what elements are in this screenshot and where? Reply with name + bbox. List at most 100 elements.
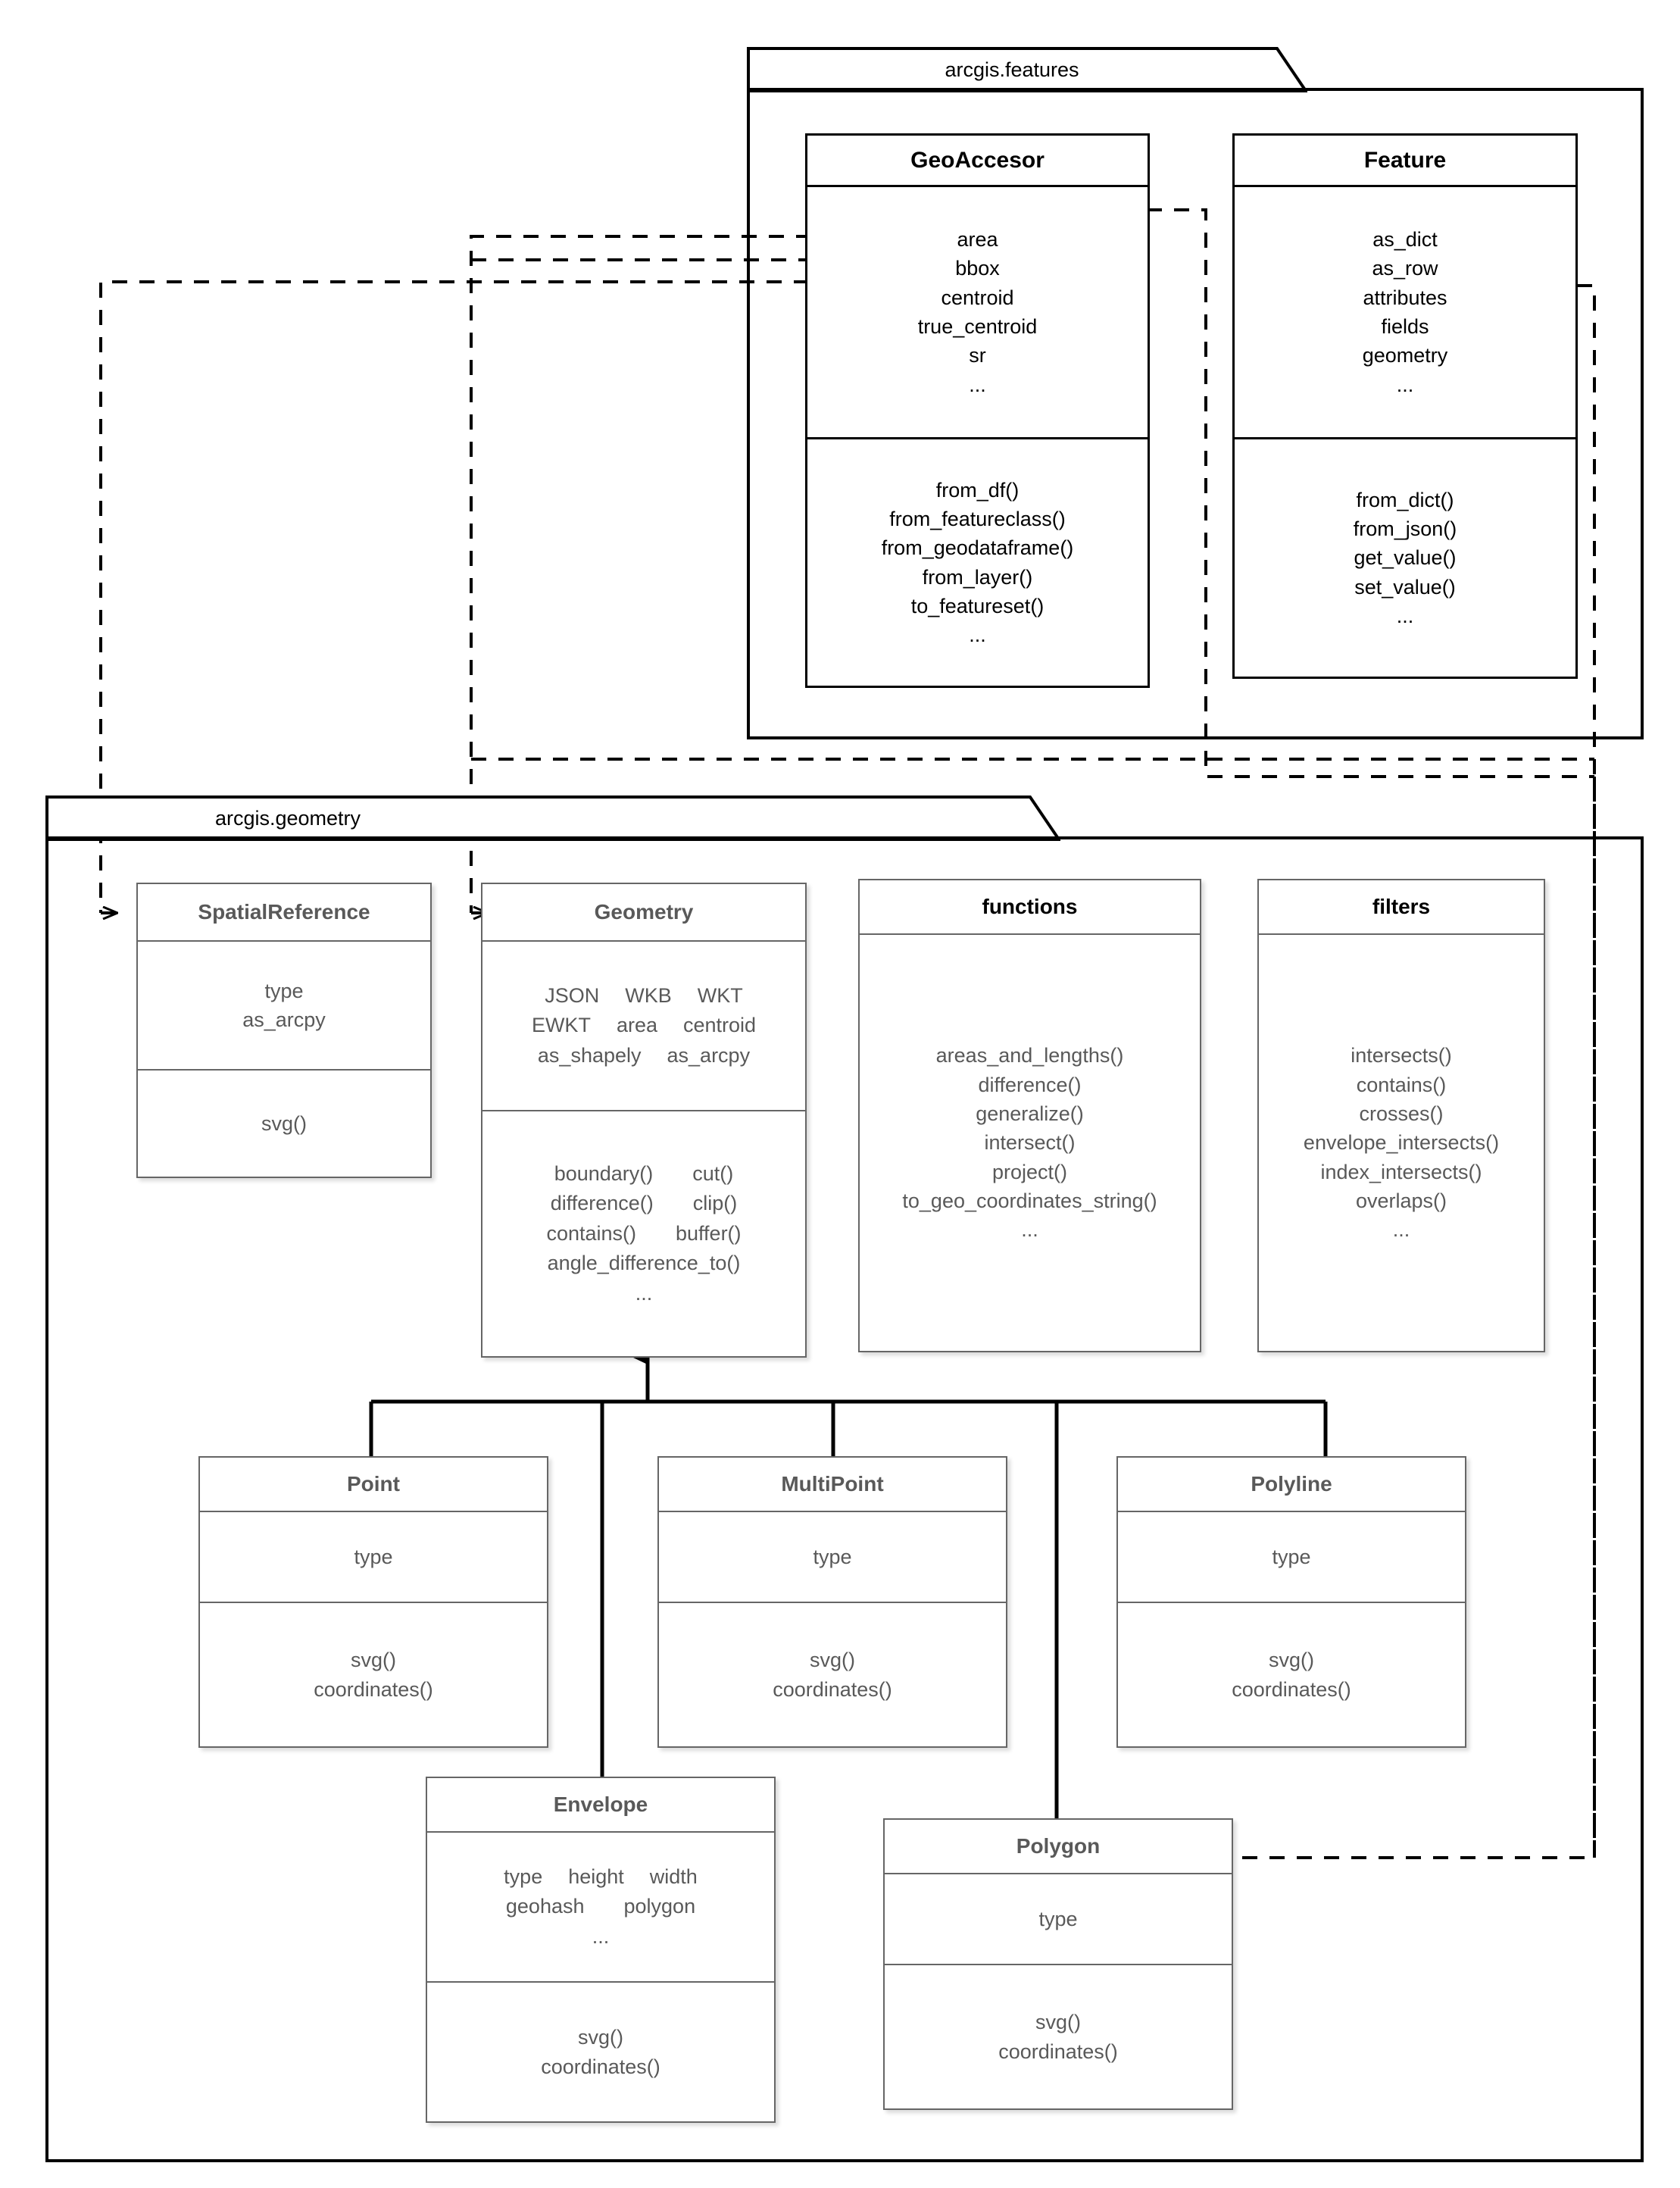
- method-row: contains() buffer(): [546, 1219, 741, 1249]
- class-methods-polygon: svg() coordinates(): [885, 1964, 1232, 2108]
- method-row: ...: [635, 1279, 653, 1308]
- attr: type: [264, 979, 304, 1002]
- method: svg(): [1269, 1649, 1314, 1672]
- method: contains(): [1356, 1073, 1447, 1096]
- attr: ...: [969, 373, 986, 396]
- attr: polygon: [623, 1895, 696, 1918]
- method: contains(): [546, 1221, 636, 1245]
- method: buffer(): [676, 1221, 742, 1245]
- class-methods-envelope: svg() coordinates(): [427, 1981, 774, 2121]
- method: ...: [1392, 1218, 1410, 1242]
- package-label-features: arcgis.features: [945, 58, 1079, 81]
- class-methods-geometry: boundary() cut() difference() clip() con…: [482, 1110, 805, 1356]
- method: svg(): [261, 1111, 307, 1135]
- class-methods-feature: from_dict() from_json() get_value() set_…: [1235, 437, 1575, 677]
- class-multipoint[interactable]: MultiPoint type svg() coordinates(): [657, 1456, 1007, 1748]
- method: boundary(): [554, 1161, 654, 1185]
- attr: as_shapely: [537, 1043, 642, 1067]
- method: to_geo_coordinates_string(): [902, 1189, 1157, 1212]
- attr: type: [504, 1864, 543, 1888]
- attr-row: EWKT area centroid: [532, 1011, 756, 1040]
- attr: geometry: [1362, 344, 1448, 367]
- class-attributes-spatialreference: type as_arcpy: [138, 942, 430, 1069]
- method: coordinates(): [773, 1677, 892, 1701]
- class-spatialreference[interactable]: SpatialReference type as_arcpy svg(): [136, 883, 432, 1178]
- method: coordinates(): [541, 2055, 660, 2078]
- class-feature[interactable]: Feature as_dict as_row attributes fields…: [1232, 133, 1578, 679]
- attr: as_dict: [1372, 228, 1438, 252]
- class-envelope[interactable]: Envelope type height width geohash polyg…: [426, 1777, 776, 2123]
- method: from_json(): [1353, 517, 1457, 540]
- method: generalize(): [976, 1102, 1084, 1125]
- method: svg(): [351, 1649, 396, 1672]
- attr: attributes: [1363, 286, 1447, 309]
- method: intersects(): [1351, 1044, 1452, 1067]
- class-methods-geoaccesor: from_df() from_featureclass() from_geoda…: [807, 437, 1148, 686]
- attr: as_row: [1372, 257, 1438, 280]
- class-methods-functions: areas_and_lengths() difference() general…: [860, 935, 1200, 1351]
- method-row: difference() clip(): [551, 1189, 738, 1218]
- attr: true_centroid: [917, 315, 1038, 338]
- method: from_df(): [935, 478, 1020, 502]
- class-geoaccesor[interactable]: GeoAccesor area bbox centroid true_centr…: [805, 133, 1150, 688]
- attr: geohash: [505, 1895, 585, 1918]
- class-title-polygon: Polygon: [885, 1820, 1232, 1874]
- method: from_geodataframe(): [881, 536, 1074, 560]
- attr: bbox: [955, 257, 1000, 280]
- method: get_value(): [1354, 546, 1457, 570]
- method: from_dict(): [1356, 488, 1454, 511]
- attr: JSON: [545, 983, 600, 1007]
- method: ...: [1021, 1218, 1038, 1242]
- class-methods-polyline: svg() coordinates(): [1118, 1602, 1465, 1746]
- class-methods-spatialreference: svg(): [138, 1069, 430, 1177]
- method: to_featureset(): [910, 594, 1045, 617]
- package-tab-geometry: [45, 795, 1060, 841]
- package-body-features: [747, 88, 1644, 739]
- class-title-polyline: Polyline: [1118, 1458, 1465, 1512]
- attr: fields: [1381, 315, 1429, 338]
- class-filters[interactable]: filters intersects() contains() crosses(…: [1257, 879, 1545, 1352]
- attr: WKT: [697, 983, 743, 1007]
- attr: EWKT: [531, 1014, 591, 1037]
- method: coordinates(): [1232, 1677, 1351, 1701]
- class-attributes-polyline: type: [1118, 1512, 1465, 1602]
- class-point[interactable]: Point type svg() coordinates(): [198, 1456, 548, 1748]
- method: intersect(): [984, 1131, 1076, 1155]
- class-polyline[interactable]: Polyline type svg() coordinates(): [1116, 1456, 1466, 1748]
- method: clip(): [692, 1192, 738, 1215]
- class-attributes-point: type: [200, 1512, 547, 1602]
- attr: ...: [1396, 373, 1414, 396]
- method: cut(): [692, 1161, 734, 1185]
- attr: centroid: [682, 1014, 757, 1037]
- attr: type: [1272, 1545, 1311, 1568]
- attr-row: JSON WKB WKT: [545, 981, 743, 1011]
- attr: WKB: [625, 983, 672, 1007]
- method: areas_and_lengths(): [935, 1044, 1124, 1067]
- class-attributes-polygon: type: [885, 1874, 1232, 1964]
- class-title-feature: Feature: [1235, 136, 1575, 187]
- method: project(): [991, 1160, 1068, 1183]
- attr-row: as_shapely as_arcpy: [538, 1041, 750, 1071]
- method: svg(): [578, 2026, 623, 2049]
- class-polygon[interactable]: Polygon type svg() coordinates(): [883, 1818, 1233, 2110]
- attr: sr: [969, 344, 986, 367]
- method-row: angle_difference_to(): [548, 1249, 741, 1278]
- method: from_layer(): [922, 565, 1033, 589]
- attr: area: [957, 228, 998, 252]
- class-title-point: Point: [200, 1458, 547, 1512]
- method: svg(): [810, 1649, 855, 1672]
- class-attributes-feature: as_dict as_row attributes fields geometr…: [1235, 187, 1575, 437]
- method: set_value(): [1354, 575, 1456, 599]
- method: index_intersects(): [1320, 1160, 1482, 1183]
- class-title-geoaccesor: GeoAccesor: [807, 136, 1148, 187]
- method-row: boundary() cut(): [554, 1159, 734, 1189]
- attr: centroid: [941, 286, 1014, 309]
- class-geometry[interactable]: Geometry JSON WKB WKT EWKT area centroid…: [481, 883, 807, 1358]
- class-functions[interactable]: functions areas_and_lengths() difference…: [858, 879, 1201, 1352]
- attr: type: [1038, 1907, 1078, 1930]
- method: ...: [635, 1281, 653, 1305]
- package-tab-features: [747, 47, 1307, 92]
- attr: area: [616, 1014, 657, 1037]
- attr: as_arcpy: [667, 1043, 751, 1067]
- method: crosses(): [1359, 1102, 1444, 1125]
